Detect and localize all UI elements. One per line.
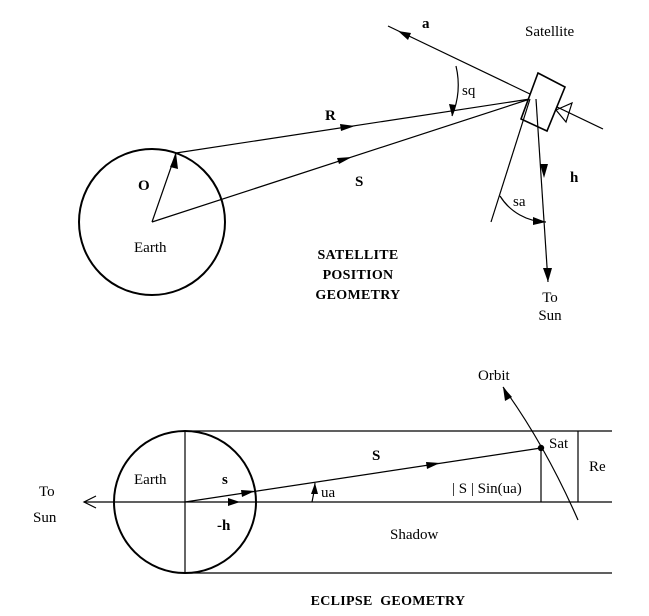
vector-a-arrow bbox=[398, 31, 411, 40]
title-line-3: GEOMETRY bbox=[315, 288, 400, 303]
label-sq: sq bbox=[462, 83, 476, 99]
label-earth-bottom: Earth bbox=[134, 472, 167, 488]
vector-O-arrow bbox=[170, 153, 178, 169]
reference-line bbox=[490, 98, 531, 223]
label-ua: ua bbox=[321, 485, 336, 501]
label-R: R bbox=[325, 108, 336, 124]
label-sun-bottom: Sun bbox=[33, 510, 57, 526]
label-to-bottom: To bbox=[39, 484, 55, 500]
angle-sq-arrow bbox=[449, 104, 456, 116]
label-S-bottom: S bbox=[372, 448, 380, 464]
label-s-small: s bbox=[222, 472, 228, 488]
to-sun-arrowhead bbox=[82, 495, 97, 509]
vector-s-arrow bbox=[241, 490, 255, 497]
vector-a-line bbox=[387, 25, 604, 130]
eclipse-geometry: Orbit Sat S Re Earth s ua | S | Sin(ua) … bbox=[33, 368, 612, 609]
label-sat: Sat bbox=[549, 436, 569, 452]
label-sin-expr: | S | Sin(ua) bbox=[452, 481, 522, 497]
angle-ua-arrow bbox=[311, 483, 318, 494]
label-a: a bbox=[422, 16, 430, 32]
label-orbit: Orbit bbox=[478, 368, 510, 384]
satellite-position-geometry: a Satellite sq R O S h sa Earth SATELLIT… bbox=[78, 16, 604, 324]
orbit-arrow bbox=[503, 387, 512, 401]
label-re: Re bbox=[589, 459, 606, 475]
label-to-top: To bbox=[542, 290, 558, 306]
vector-h-line bbox=[535, 98, 549, 283]
label-O: O bbox=[138, 178, 150, 194]
vector-R-arrow bbox=[340, 124, 355, 131]
title-eclipse: ECLIPSE GEOMETRY bbox=[311, 594, 466, 609]
satellite-body bbox=[519, 71, 567, 133]
title-line-2: POSITION bbox=[323, 268, 394, 283]
orbit-curve bbox=[502, 386, 579, 521]
vector-S-arrow-bottom bbox=[426, 462, 440, 469]
label-sun-top: Sun bbox=[538, 308, 562, 324]
title-line-1: SATELLITE bbox=[317, 248, 398, 263]
vector-S-arrow bbox=[337, 157, 352, 164]
label-sa: sa bbox=[513, 194, 526, 210]
label-neg-h: -h bbox=[217, 518, 231, 534]
angle-sa-arrow bbox=[533, 217, 546, 225]
label-satellite: Satellite bbox=[525, 24, 574, 40]
vector-h-arrow-mid bbox=[540, 164, 548, 178]
to-sun-arrow bbox=[543, 268, 552, 282]
label-earth-top: Earth bbox=[134, 240, 167, 256]
earth-circle bbox=[78, 148, 226, 296]
label-h: h bbox=[570, 170, 579, 186]
label-S: S bbox=[355, 174, 363, 190]
label-shadow: Shadow bbox=[390, 527, 439, 543]
satellite-antenna bbox=[555, 101, 573, 124]
neg-h-arrow bbox=[228, 498, 240, 506]
